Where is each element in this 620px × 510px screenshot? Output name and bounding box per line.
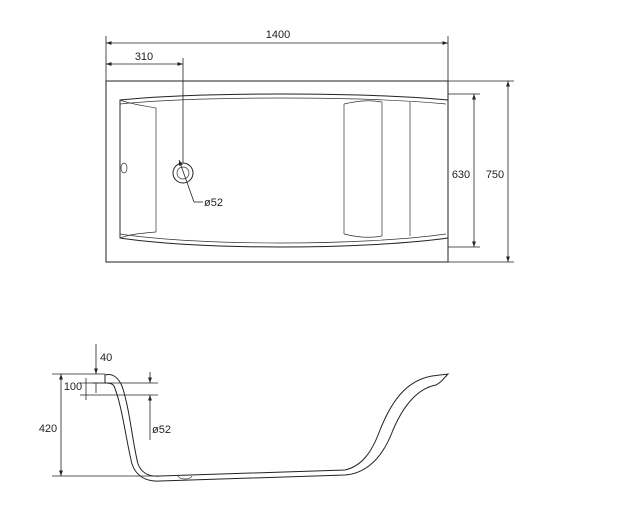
side-view: 420 40 100 ø52 xyxy=(39,344,450,482)
tub-side-profile xyxy=(104,373,450,482)
drain-height-label: 100 xyxy=(64,381,82,393)
drain-icon xyxy=(172,162,194,184)
tub-outer-outline xyxy=(105,80,449,263)
rim-thickness-label: 40 xyxy=(100,352,112,364)
inner-width-label: 630 xyxy=(452,169,470,181)
side-drain-diameter-label: ø52 xyxy=(152,424,171,436)
drain-offset-label: 310 xyxy=(135,51,153,63)
overall-height-label: 420 xyxy=(39,423,57,435)
overflow-icon xyxy=(120,162,128,174)
overall-length-label: 1400 xyxy=(266,29,290,41)
top-view: ø52 1400 310 630 750 xyxy=(105,29,514,263)
tub-inner-basin xyxy=(119,93,449,248)
top-drain-diameter-label: ø52 xyxy=(204,197,223,209)
overall-width-label: 750 xyxy=(486,169,504,181)
